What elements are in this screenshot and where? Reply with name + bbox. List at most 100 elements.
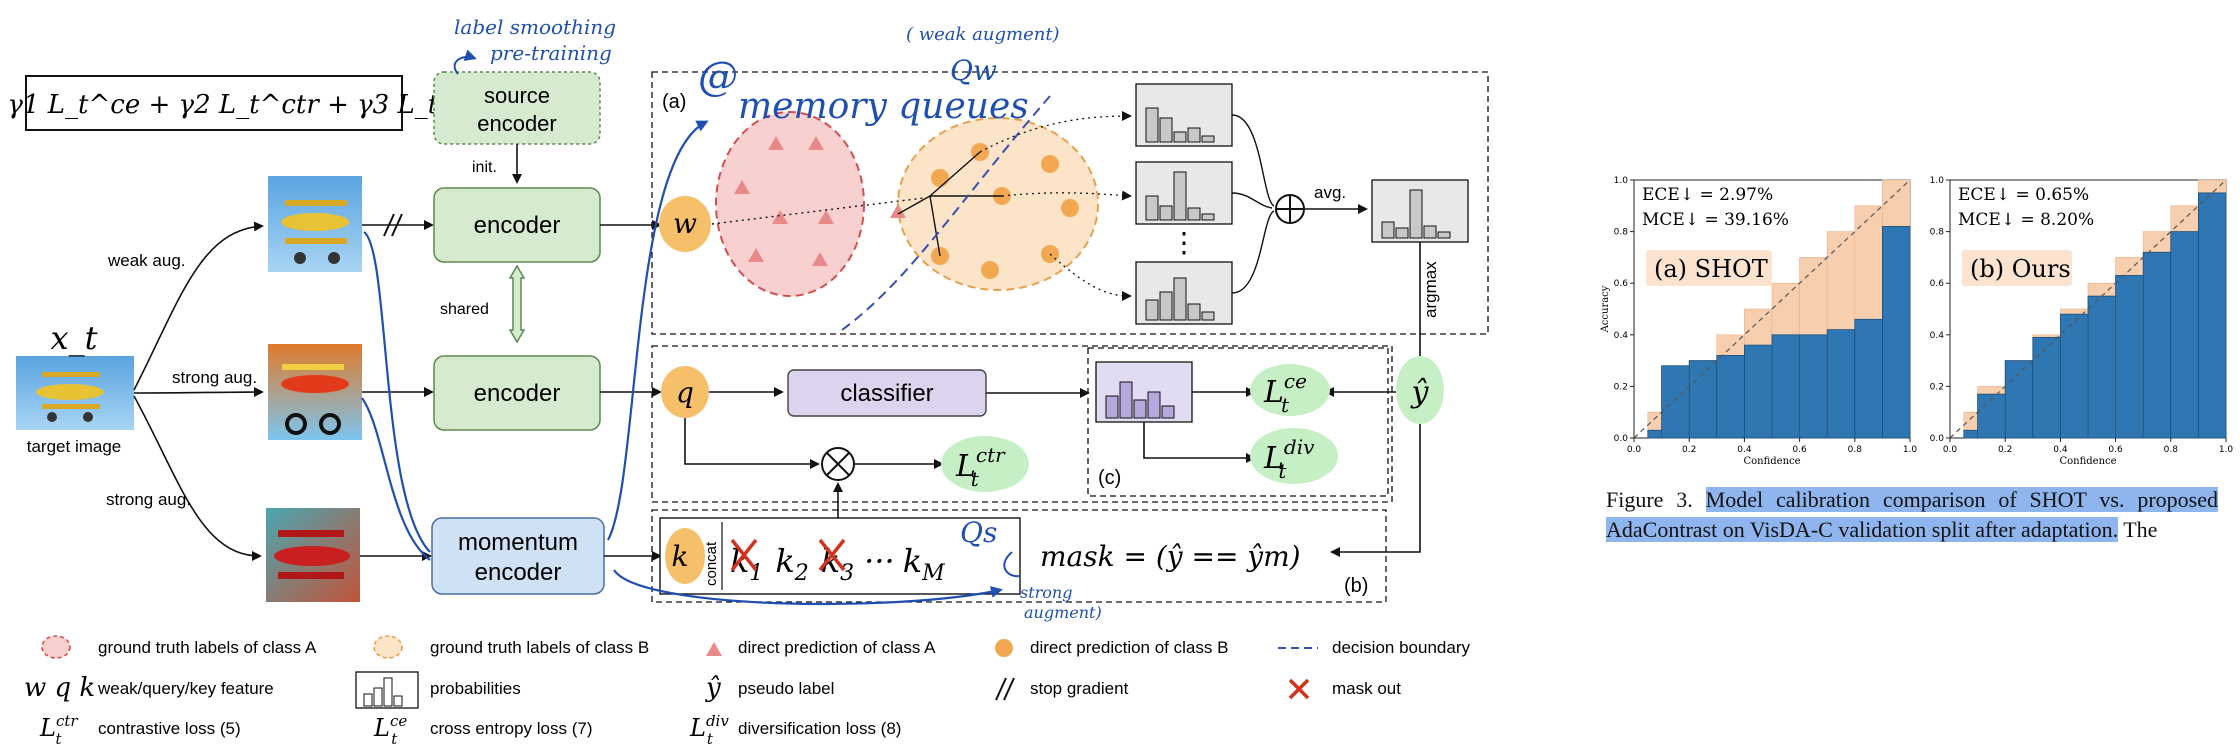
accuracy-bar xyxy=(2087,295,2117,439)
accuracy-bar xyxy=(1647,429,1663,439)
avg-lines xyxy=(1231,114,1275,294)
accuracy-bar xyxy=(2142,251,2172,439)
momentum-line1: momentum xyxy=(458,529,578,556)
feature-w-blob xyxy=(659,196,711,252)
source-encoder-line2: encoder xyxy=(477,111,557,136)
decision-boundary-line xyxy=(841,95,1051,331)
prob-hist-avg xyxy=(1371,179,1469,243)
panel-c-box xyxy=(1087,347,1389,497)
circle-a-note: @ xyxy=(698,54,738,100)
source-encoder-line1: source xyxy=(484,83,550,108)
weak-aug-image xyxy=(268,176,362,272)
strong-aug-label-1: strong aug. xyxy=(172,368,257,387)
accuracy-bar xyxy=(1963,429,1979,439)
chart-title-bg xyxy=(1646,250,1772,286)
legend-yhat-symbol: ŷ xyxy=(705,673,721,703)
panel-c-outer-box xyxy=(651,345,1393,503)
concat-label: concat xyxy=(703,541,720,586)
oplus-icon xyxy=(1275,194,1305,224)
accuracy-bar xyxy=(1744,344,1773,439)
yhat-blob xyxy=(1396,356,1444,424)
prob-to-div-arrow xyxy=(1143,422,1256,463)
total-loss-box: L_t = γ1 L_t^ce + γ2 L_t^ctr + γ3 L_t^di… xyxy=(0,75,500,131)
pretraining-note: pre-training xyxy=(490,41,612,65)
y-tick-label: 0.4 xyxy=(1930,331,1945,341)
x-tick-label: 0.8 xyxy=(2164,445,2179,455)
weak-aug-label: weak aug. xyxy=(107,251,186,270)
x-tick-label: 0.2 xyxy=(1682,445,1696,455)
target-image-label: target image xyxy=(27,437,122,456)
encoder-top-label: encoder xyxy=(474,212,561,239)
classifier-block: classifier xyxy=(787,369,987,417)
chart-title: (b) Ours xyxy=(1970,255,2071,283)
accuracy-bar xyxy=(1854,318,1883,439)
legend-gt-a-icon xyxy=(41,635,71,659)
legend-ctr: contrastive loss (5) xyxy=(98,719,241,738)
mask-out-x-2 xyxy=(818,538,846,572)
momentum-line2: encoder xyxy=(475,559,562,586)
y-tick-label: 0.2 xyxy=(1930,382,1944,392)
mask-out-x-1 xyxy=(730,538,758,572)
hand-arrow-queues xyxy=(607,120,709,541)
panel-b-label: (b) xyxy=(1344,575,1368,597)
avg-label: avg. xyxy=(1314,183,1346,202)
accuracy-bar xyxy=(2004,360,2034,439)
prob-hist-query xyxy=(1095,361,1193,423)
strong-aug-label-2: strong aug. xyxy=(106,490,191,509)
encoder-bottom: encoder xyxy=(433,355,601,431)
legend-ce: cross entropy loss (7) xyxy=(430,719,593,738)
legend-wqk-symbol: w q k xyxy=(24,673,95,703)
argmax-label: argmax xyxy=(1421,261,1440,318)
source-encoder: source encoder xyxy=(433,71,601,145)
y-tick-label: 0.8 xyxy=(1614,228,1629,238)
panel-a-label: (a) xyxy=(662,91,686,113)
legend-pred-a: direct prediction of class A xyxy=(738,638,936,657)
label-smoothing-note: label smoothing xyxy=(454,15,616,39)
panel-b-box xyxy=(651,509,1387,603)
y-tick-label: 0.0 xyxy=(1930,434,1945,444)
x-tick-label: 0.0 xyxy=(1943,445,1958,455)
accuracy-bar xyxy=(1977,393,2006,439)
accuracy-bar xyxy=(2059,313,2089,439)
loss-ce-blob xyxy=(1250,364,1330,416)
class-a-triangles xyxy=(734,136,834,266)
prob-hist-3 xyxy=(1135,261,1233,325)
mask-formula: mask = (ŷ == ŷm) xyxy=(1040,540,1301,573)
legend-gt-b: ground truth labels of class B xyxy=(430,638,649,657)
x-tick-label: 0.4 xyxy=(1737,445,1752,455)
mce-label: MCE↓ = 8.20% xyxy=(1958,210,2094,230)
strong-augment-note-1: strong xyxy=(1020,583,1072,602)
figure-caption: Figure 3. Model calibration comparison o… xyxy=(1606,485,2218,545)
accuracy-bar xyxy=(2115,275,2144,439)
legend-pred-a-icon xyxy=(706,642,722,656)
classifier-label: classifier xyxy=(840,380,933,407)
y-tick-label: 0.2 xyxy=(1614,382,1628,392)
init-label: init. xyxy=(472,159,497,176)
handwritten-annotations: label smoothing pre-training @ memory qu… xyxy=(454,15,1102,622)
panel-a-box xyxy=(651,71,1489,335)
y-tick-label: 0.8 xyxy=(1930,228,1945,238)
accuracy-bar xyxy=(2170,231,2199,439)
accuracy-bar xyxy=(2197,192,2227,439)
qw-note: Qw xyxy=(950,54,997,87)
encoder-bottom-label: encoder xyxy=(474,380,561,407)
panel-c-label: (c) xyxy=(1098,467,1121,489)
accuracy-bar xyxy=(1688,360,1718,439)
total-loss-formula: L_t = γ1 L_t^ce + γ2 L_t^ctr + γ3 L_t^di… xyxy=(0,90,500,120)
chart-title: (a) SHOT xyxy=(1654,255,1768,283)
accuracy-bar xyxy=(1661,365,1690,439)
x-tick-label: 0.8 xyxy=(1848,445,1863,455)
x-tick-label: 1.0 xyxy=(2219,445,2234,455)
weak-aug-arrow xyxy=(133,221,264,391)
legend-div: diversification loss (8) xyxy=(738,719,901,738)
strong-aug-arrow-1 xyxy=(133,387,264,398)
accuracy-bar xyxy=(2032,336,2061,439)
